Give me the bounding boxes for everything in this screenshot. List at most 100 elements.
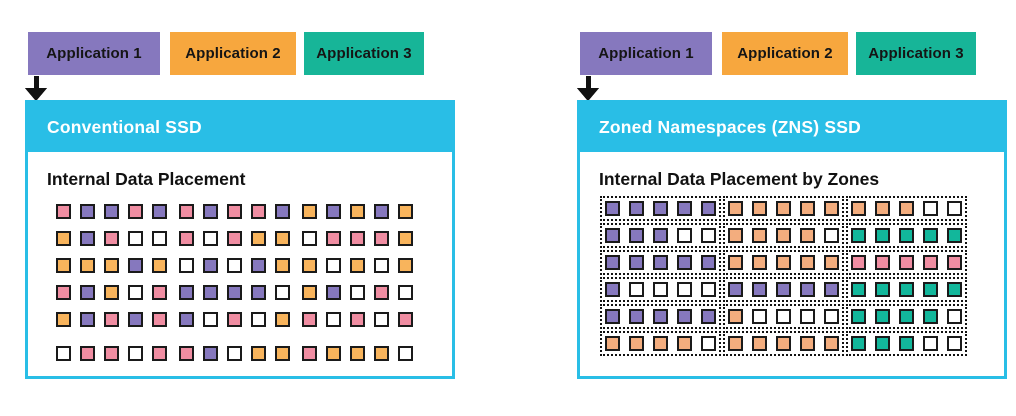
application-3-box: Application 3 xyxy=(856,32,976,75)
data-block xyxy=(824,201,839,216)
data-block xyxy=(677,309,692,324)
data-block xyxy=(350,258,365,273)
data-block xyxy=(128,312,143,327)
zone xyxy=(723,223,844,248)
data-block xyxy=(947,282,962,297)
data-block xyxy=(752,228,767,243)
data-block xyxy=(302,312,317,327)
data-block xyxy=(374,231,389,246)
data-block xyxy=(350,204,365,219)
data-block xyxy=(302,346,317,361)
data-block xyxy=(752,282,767,297)
data-block xyxy=(851,282,866,297)
data-block xyxy=(128,204,143,219)
data-block xyxy=(326,346,341,361)
data-block xyxy=(899,201,914,216)
data-block xyxy=(203,204,218,219)
data-block xyxy=(152,204,167,219)
placement-heading: Internal Data Placement by Zones xyxy=(599,169,880,189)
data-block xyxy=(947,255,962,270)
zone xyxy=(846,223,967,248)
data-block xyxy=(179,346,194,361)
zone-row xyxy=(600,331,967,356)
conventional-ssd-panel: Application 1 Application 2 Application … xyxy=(25,32,455,380)
data-block xyxy=(776,255,791,270)
data-block xyxy=(923,228,938,243)
data-block xyxy=(875,228,890,243)
data-block xyxy=(128,346,143,361)
data-block xyxy=(152,285,167,300)
data-block xyxy=(677,336,692,351)
zone xyxy=(723,304,844,329)
data-block xyxy=(800,309,815,324)
data-block xyxy=(824,255,839,270)
zone xyxy=(846,304,967,329)
zone xyxy=(723,196,844,221)
data-block xyxy=(701,336,716,351)
data-block xyxy=(104,312,119,327)
data-block xyxy=(179,285,194,300)
data-block xyxy=(851,336,866,351)
data-block xyxy=(104,285,119,300)
data-block xyxy=(302,231,317,246)
data-block xyxy=(605,282,620,297)
data-block xyxy=(203,285,218,300)
ssd-title: Conventional SSD xyxy=(47,117,202,137)
data-block xyxy=(56,285,71,300)
data-block xyxy=(203,258,218,273)
zone xyxy=(846,331,967,356)
data-block xyxy=(350,346,365,361)
data-block xyxy=(875,336,890,351)
zone xyxy=(723,331,844,356)
application-2-box: Application 2 xyxy=(722,32,848,75)
application-3-box: Application 3 xyxy=(304,32,424,75)
data-block xyxy=(80,231,95,246)
data-block xyxy=(899,309,914,324)
data-block xyxy=(923,336,938,351)
data-block xyxy=(629,255,644,270)
data-block xyxy=(398,204,413,219)
application-2-box: Application 2 xyxy=(170,32,296,75)
data-block xyxy=(374,258,389,273)
zone-row xyxy=(600,250,967,275)
data-block xyxy=(179,204,194,219)
data-block xyxy=(776,282,791,297)
data-block xyxy=(326,258,341,273)
data-block xyxy=(677,255,692,270)
data-block xyxy=(350,285,365,300)
data-block xyxy=(653,309,668,324)
data-block xyxy=(56,346,71,361)
data-block xyxy=(605,201,620,216)
conventional-ssd-box: Conventional SSD Internal Data Placement xyxy=(25,100,455,379)
data-block xyxy=(947,309,962,324)
zns-ssd-panel: Application 1 Application 2 Application … xyxy=(577,32,1007,380)
data-block xyxy=(227,312,242,327)
data-block xyxy=(728,255,743,270)
data-block xyxy=(302,204,317,219)
data-block xyxy=(104,204,119,219)
data-block xyxy=(824,228,839,243)
data-block xyxy=(923,282,938,297)
data-block xyxy=(203,346,218,361)
data-block xyxy=(776,309,791,324)
data-block xyxy=(677,228,692,243)
data-block xyxy=(251,231,266,246)
application-2-label: Application 2 xyxy=(737,45,833,62)
data-block xyxy=(302,258,317,273)
data-block xyxy=(701,255,716,270)
data-block xyxy=(605,309,620,324)
data-block xyxy=(56,231,71,246)
data-block xyxy=(350,231,365,246)
data-block xyxy=(899,255,914,270)
data-block xyxy=(752,309,767,324)
zone-row xyxy=(600,304,967,329)
data-block xyxy=(776,201,791,216)
data-block xyxy=(875,309,890,324)
data-block xyxy=(701,282,716,297)
application-1-box: Application 1 xyxy=(28,32,160,75)
data-block xyxy=(398,285,413,300)
zone xyxy=(600,331,721,356)
data-block xyxy=(800,228,815,243)
data-block xyxy=(251,204,266,219)
data-block xyxy=(398,312,413,327)
